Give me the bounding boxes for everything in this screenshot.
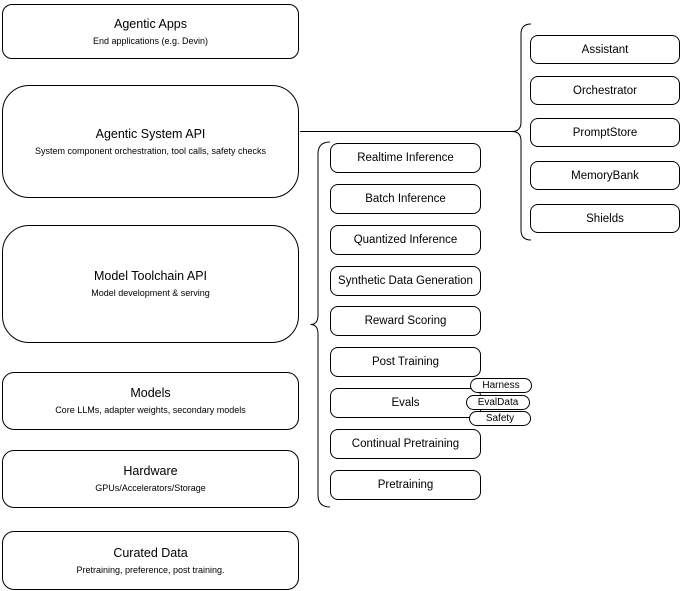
node-title: Curated Data: [113, 545, 188, 560]
tag-evaldata: EvalData: [466, 395, 530, 410]
tag-label: Harness: [482, 379, 520, 391]
node-subtitle: GPUs/Accelerators/Storage: [95, 483, 206, 493]
node-quantized-inference: Quantized Inference: [330, 225, 481, 255]
node-title: Agentic System API: [95, 126, 206, 141]
node-label: Reward Scoring: [364, 315, 447, 327]
node-synthetic-data-generation: Synthetic Data Generation: [330, 266, 481, 296]
node-label: Batch Inference: [365, 193, 446, 205]
node-hardware: Hardware GPUs/Accelerators/Storage: [2, 450, 299, 508]
node-label: MemoryBank: [571, 169, 639, 182]
node-memorybank: MemoryBank: [530, 161, 680, 190]
node-label: Realtime Inference: [357, 152, 454, 164]
node-shields: Shields: [530, 204, 680, 233]
node-models: Models Core LLMs, adapter weights, secon…: [2, 372, 299, 430]
node-label: Quantized Inference: [353, 234, 458, 246]
node-label: Assistant: [581, 43, 629, 56]
node-post-training: Post Training: [330, 347, 481, 377]
node-subtitle: Pretraining, preference, post training.: [76, 564, 225, 575]
node-continual-pretraining: Continual Pretraining: [330, 429, 481, 459]
node-pretraining: Pretraining: [330, 470, 481, 500]
toolchain-brace: [310, 141, 331, 508]
node-title: Agentic Apps: [114, 16, 187, 31]
node-label: PromptStore: [572, 126, 638, 139]
node-title: Models: [130, 386, 171, 400]
tag-label: EvalData: [477, 396, 519, 408]
tag-harness: Harness: [470, 378, 532, 393]
tag-safety: Safety: [469, 411, 531, 426]
node-agentic-apps: Agentic Apps End applications (e.g. Devi…: [2, 4, 299, 59]
node-evals: Evals: [330, 388, 481, 418]
node-subtitle: Model development & serving: [91, 288, 210, 298]
node-curated-data: Curated Data Pretraining, preference, po…: [2, 531, 299, 590]
node-orchestrator: Orchestrator: [530, 76, 680, 105]
node-model-toolchain-api: Model Toolchain API Model development & …: [2, 225, 299, 343]
node-label: Continual Pretraining: [351, 438, 460, 450]
node-subtitle: System component orchestration, tool cal…: [34, 145, 267, 156]
node-subtitle: Core LLMs, adapter weights, secondary mo…: [55, 405, 246, 415]
tag-label: Safety: [485, 412, 515, 424]
node-label: Post Training: [371, 356, 440, 368]
node-label: Orchestrator: [573, 84, 637, 97]
node-agentic-system-api: Agentic System API System component orch…: [2, 85, 299, 198]
node-reward-scoring: Reward Scoring: [330, 306, 481, 336]
components-brace: [511, 23, 532, 241]
node-subtitle: End applications (e.g. Devin): [92, 35, 209, 46]
node-batch-inference: Batch Inference: [330, 184, 481, 214]
node-title: Hardware: [123, 464, 178, 478]
node-assistant: Assistant: [530, 35, 680, 64]
node-label: Shields: [586, 212, 624, 225]
node-label: Pretraining: [377, 479, 434, 491]
node-title: Model Toolchain API: [93, 269, 208, 283]
node-label: Synthetic Data Generation: [338, 275, 473, 287]
node-promptstore: PromptStore: [530, 118, 680, 147]
node-label: Evals: [391, 397, 420, 409]
node-realtime-inference: Realtime Inference: [330, 143, 481, 173]
